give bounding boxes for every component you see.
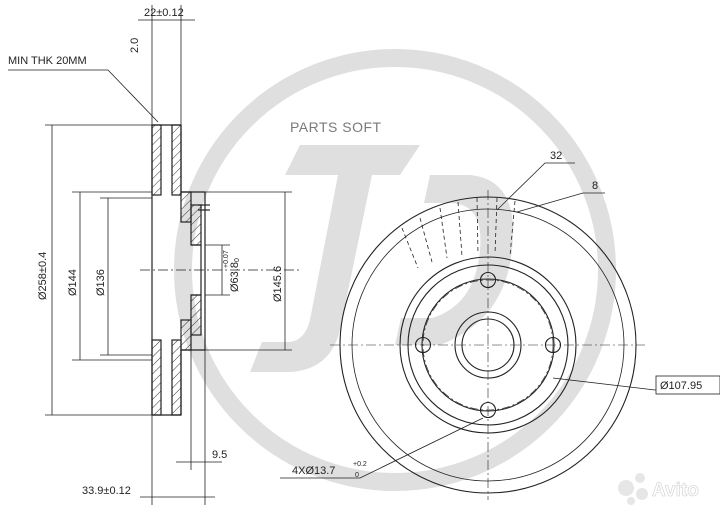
label-thickness-side: 2.0 xyxy=(129,38,141,53)
label-diameter-136: Ø136 xyxy=(95,269,107,296)
label-vanes-count: 32 xyxy=(550,150,562,162)
label-vane-width: 8 xyxy=(592,180,598,192)
label-pcd: Ø107.95 xyxy=(660,380,702,392)
label-thickness-total: 22±0.12 xyxy=(144,7,184,19)
label-center-bore: Ø63.8 xyxy=(229,262,241,292)
jd-logo-watermark xyxy=(174,49,616,491)
side-section-view xyxy=(140,124,300,416)
pcd-label-box xyxy=(655,375,720,395)
avito-watermark: Avito xyxy=(618,473,699,505)
label-holes-tol-upper: +0.2 xyxy=(353,461,367,468)
label-holes: 4XØ13.7 xyxy=(292,465,335,477)
avito-text: Avito xyxy=(652,480,699,501)
label-diameter-144: Ø144 xyxy=(67,269,79,296)
label-holes-tol-lower: 0 xyxy=(355,472,359,479)
label-outer-diameter: Ø258±0.4 xyxy=(37,252,49,300)
label-offset-95: 9.5 xyxy=(212,449,227,461)
front-view xyxy=(330,190,645,500)
parts-soft-watermark: PARTS SOFT xyxy=(290,119,382,135)
label-diameter-1456: Ø145.6 xyxy=(272,266,284,302)
side-view-dimensions xyxy=(8,5,292,505)
label-center-bore-tol-lower: 0 xyxy=(234,258,241,262)
label-height-339: 33.9±0.12 xyxy=(82,485,131,497)
label-min-thickness: MIN THK 20MM xyxy=(8,55,87,67)
label-center-bore-tol-upper: +0.07 xyxy=(223,250,230,268)
